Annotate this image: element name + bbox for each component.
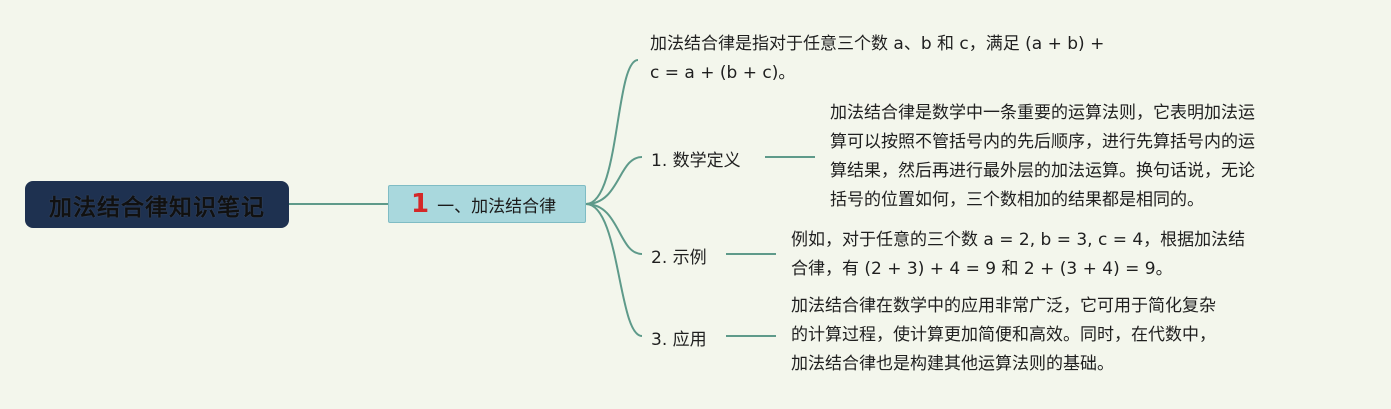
item-text-line: 加法结合律在数学中的应用非常广泛，它可用于简化复杂 xyxy=(791,296,1216,316)
branch-number: 1 xyxy=(411,189,430,219)
item-text-line: 括号的位置如何，三个数相加的结果都是相同的。 xyxy=(830,190,1204,210)
item-text-line: 例如，对于任意的三个数 a = 2, b = 3, c = 4，根据加法结 xyxy=(791,230,1246,250)
definition-line: c = a + (b + c)。 xyxy=(650,63,796,83)
item-text-line: 的计算过程，使计算更加简便和高效。同时，在代数中， xyxy=(791,325,1216,345)
item-text-application: 加法结合律在数学中的应用非常广泛，它可用于简化复杂 的计算过程，使计算更加简便和… xyxy=(791,292,1351,379)
item-text-line: 合律，有 (2 + 3) + 4 = 9 和 2 + (3 + 4) = 9。 xyxy=(791,259,1173,279)
connector-item-1 xyxy=(585,156,643,205)
item-text-line: 算可以按照不管括号内的先后顺序，进行先算括号内的运 xyxy=(830,132,1255,152)
definition-text-node[interactable]: 加法结合律是指对于任意三个数 a、b 和 c，满足 (a + b) + c = … xyxy=(650,30,1190,88)
item-text-example: 例如，对于任意的三个数 a = 2, b = 3, c = 4，根据加法结 合律… xyxy=(791,226,1351,284)
item-label-application[interactable]: 3. 应用 xyxy=(651,330,707,350)
item-label-definition[interactable]: 1. 数学定义 xyxy=(651,151,741,171)
item-text-definition: 加法结合律是数学中一条重要的运算法则，它表明加法运 算可以按照不管括号内的先后顺… xyxy=(830,99,1370,215)
connector-definition-text xyxy=(585,59,639,205)
connector-item-2 xyxy=(585,203,643,255)
root-title: 加法结合律知识笔记 xyxy=(49,194,265,221)
connector-item-3 xyxy=(585,203,643,337)
branch-node[interactable]: 1 一、加法结合律 xyxy=(388,185,586,223)
item-text-line: 算结果，然后再进行最外层的加法运算。换句话说，无论 xyxy=(830,161,1255,181)
branch-title: 一、加法结合律 xyxy=(437,196,557,217)
item-label-example[interactable]: 2. 示例 xyxy=(651,248,707,268)
definition-line: 加法结合律是指对于任意三个数 a、b 和 c，满足 (a + b) + xyxy=(650,34,1105,54)
item-text-line: 加法结合律也是构建其他运算法则的基础。 xyxy=(791,354,1114,374)
root-node[interactable]: 加法结合律知识笔记 xyxy=(25,181,289,228)
item-text-line: 加法结合律是数学中一条重要的运算法则，它表明加法运 xyxy=(830,103,1255,123)
